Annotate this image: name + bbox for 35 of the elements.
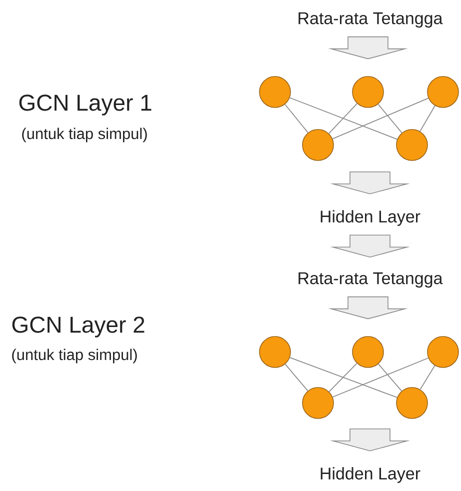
neuron-circle: [259, 76, 291, 108]
block-arrow: [330, 171, 410, 194]
connection-line: [332, 98, 429, 140]
neuron-circle: [352, 336, 384, 368]
neuron-circle: [396, 387, 428, 419]
connection-line: [289, 357, 398, 398]
neuron-circle: [259, 336, 291, 368]
connection-line: [328, 362, 358, 392]
connection-line: [378, 104, 402, 134]
block-arrow: [328, 296, 408, 320]
block-arrow: [330, 234, 410, 258]
block-arrow: [330, 428, 410, 452]
text-label: Rata-rata Tetangga: [298, 272, 443, 288]
connection-line: [332, 358, 429, 398]
connection-line: [378, 364, 402, 392]
connection-line: [284, 364, 308, 392]
layer-label: GCN Layer 2: [12, 316, 144, 338]
connection-line: [420, 365, 436, 390]
text-label: Rata-rata Tetangga: [298, 12, 443, 28]
connection-line: [420, 105, 436, 132]
neuron-circle: [427, 336, 459, 368]
connection-line: [284, 104, 308, 134]
neuron-circle: [302, 387, 334, 419]
neuron-circle: [352, 76, 384, 108]
connection-line: [289, 97, 398, 140]
neuron-circle: [427, 76, 459, 108]
layer-label: (untuk tiap simpul): [22, 128, 147, 142]
text-label: Hidden Layer: [320, 467, 420, 483]
connection-line: [328, 103, 358, 134]
neuron-circle: [396, 129, 428, 161]
layer-label: GCN Layer 1: [19, 94, 152, 116]
layer-label: (untuk tiap simpul): [12, 348, 137, 364]
block-arrow: [328, 36, 408, 60]
text-label: Hidden Layer: [320, 210, 420, 226]
neuron-circle: [302, 129, 334, 161]
